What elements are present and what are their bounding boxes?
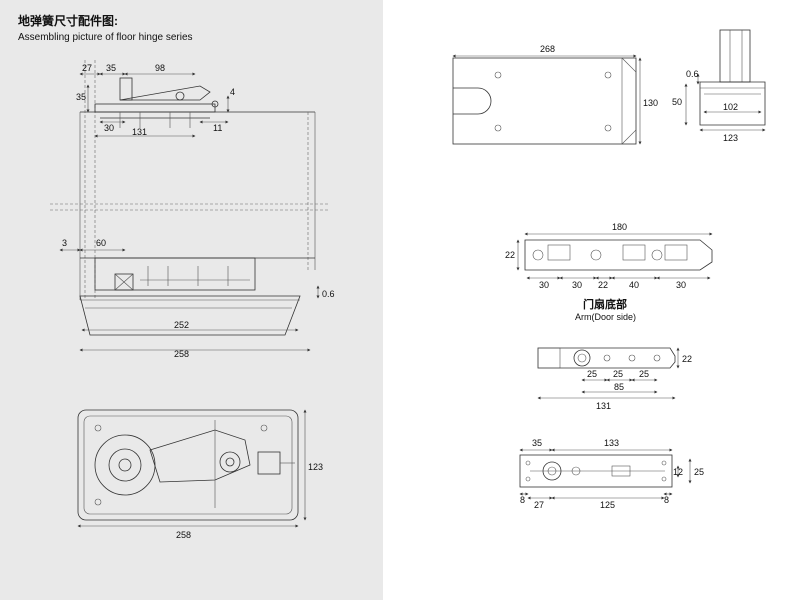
dim-8-b: 8 [664, 495, 669, 505]
dim-30: 30 [104, 123, 114, 133]
cover-plate-top-view: 268 130 [452, 44, 658, 145]
dim-50: 50 [672, 97, 682, 107]
title-chinese: 地弹簧尺寸配件图: [18, 14, 118, 28]
dim-131: 131 [132, 127, 147, 137]
dim-22-armdoor: 22 [682, 354, 692, 364]
dim-130: 130 [643, 98, 658, 108]
dim-35-bottomarm: 35 [532, 438, 542, 448]
dim-4: 4 [230, 87, 235, 97]
dim-102: 102 [723, 102, 738, 112]
dim-11: 11 [213, 123, 222, 133]
floor-hinge-top-view: 258 123 [77, 409, 323, 540]
dim-30-b: 30 [572, 280, 582, 290]
dim-252: 252 [174, 320, 189, 330]
dim-25-bottomarm: 25 [694, 467, 704, 477]
dim-27: 27 [82, 63, 92, 73]
dim-12: 12 [673, 467, 683, 477]
dim-258-side: 258 [174, 349, 189, 359]
arm-door-side-view: 22 25 25 25 85 131 [537, 347, 692, 411]
arm-door-side-label-en: Arm(Door side) [575, 312, 636, 322]
dim-123-bottom: 123 [308, 462, 323, 472]
title-english: Assembling picture of floor hinge series [18, 32, 193, 43]
dim-40: 40 [629, 280, 639, 290]
dim-3: 3 [62, 238, 67, 248]
dim-25-b: 25 [613, 369, 623, 379]
dim-35-top: 35 [106, 63, 116, 73]
top-arm-view: 180 22 30 30 22 40 30 [505, 222, 713, 290]
dim-180: 180 [612, 222, 627, 232]
dim-8-a: 8 [520, 495, 525, 505]
dim-125: 125 [600, 500, 615, 510]
dim-0-6-end: 0.6 [686, 69, 699, 79]
dim-85: 85 [614, 382, 624, 392]
dim-131-armdoor: 131 [596, 401, 611, 411]
dim-133: 133 [604, 438, 619, 448]
hinge-end-view: 0.6 50 102 123 [672, 29, 766, 143]
dim-22-toparm: 22 [505, 250, 515, 260]
bottom-arm-view: 35 133 12 25 8 27 125 8 [519, 438, 704, 510]
assembly-side-view: 27 35 98 35 4 30 11 131 [50, 60, 335, 359]
dim-30-c: 30 [676, 280, 686, 290]
dim-22-b: 22 [598, 280, 608, 290]
dim-258-bottom: 258 [176, 530, 191, 540]
dim-25-c: 25 [639, 369, 649, 379]
dim-30-a: 30 [539, 280, 549, 290]
dim-0-6: 0.6 [322, 289, 335, 299]
dim-25-a: 25 [587, 369, 597, 379]
dim-268: 268 [540, 44, 555, 54]
dim-123-end: 123 [723, 133, 738, 143]
dim-27-bottomarm: 27 [534, 500, 544, 510]
dim-60: 60 [96, 238, 106, 248]
dim-98: 98 [155, 63, 165, 73]
dim-35-side: 35 [76, 92, 86, 102]
arm-door-side-label-cn: 门扇底部 [583, 297, 627, 311]
